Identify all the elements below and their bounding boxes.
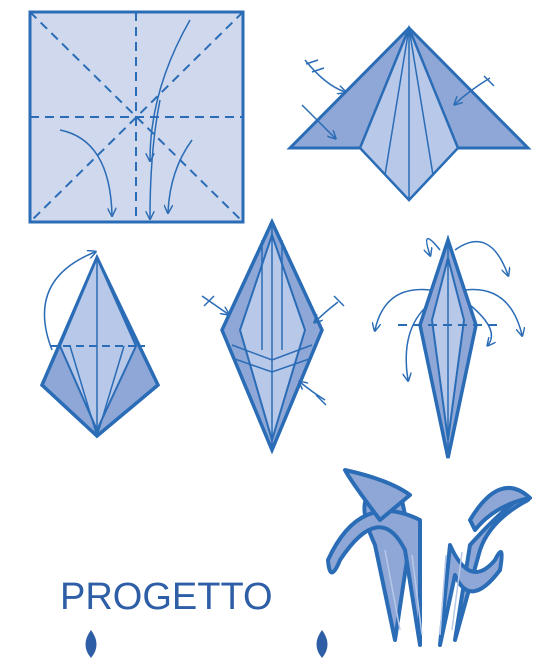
caption-title: PROGETTO [60,578,340,616]
step-1-square [30,12,243,222]
step-4-petal [202,222,344,450]
decorative-drops [86,630,328,658]
step-5-open [375,239,522,458]
step-2-triangle [290,28,528,200]
step-6-lily [328,470,530,645]
step-3-kite [42,252,158,436]
